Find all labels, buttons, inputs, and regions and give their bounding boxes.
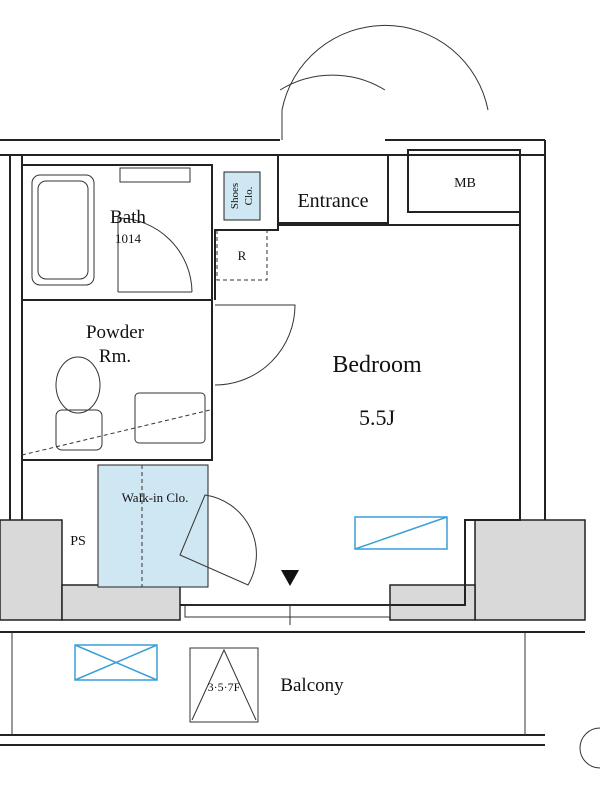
- bath-size-label: 1014: [115, 231, 142, 246]
- walk-in-closet-label: Walk-in Clo.: [122, 490, 189, 505]
- bath-door-swing: [117, 217, 193, 293]
- bath-label: Bath: [110, 207, 146, 228]
- exterior-walls: [0, 139, 546, 520]
- bedroom-label: Bedroom: [332, 352, 422, 378]
- balcony-label: Balcony: [280, 675, 344, 696]
- balcony: 3·5·7F Balcony: [0, 632, 545, 746]
- powder-room: Powder Rm.: [21, 299, 213, 461]
- powder-label-2: Rm.: [99, 346, 131, 367]
- ps-label: PS: [70, 534, 86, 549]
- walk-in-closet: Walk-in Clo.: [97, 464, 257, 588]
- shoes-closet-label-1: Shoes: [229, 183, 241, 209]
- toilet-icon: [55, 356, 101, 414]
- entrance-door-arc: [281, 24, 489, 140]
- evacuation-hatch: [189, 647, 259, 723]
- compass-icon: [579, 727, 600, 769]
- bath-room: Bath 1014: [21, 164, 213, 301]
- refrigerator-label: R: [238, 248, 247, 263]
- mb-label: MB: [454, 176, 476, 191]
- left-column: [0, 519, 63, 621]
- meter-box: MB: [407, 149, 521, 213]
- balcony-floor-note: 3·5·7F: [208, 680, 241, 694]
- shoes-closet: Shoes Clo.: [223, 171, 261, 221]
- bedroom-size-label: 5.5J: [359, 405, 396, 430]
- closet-door-swing: [179, 494, 257, 586]
- balcony-hatch-marker: [74, 644, 158, 681]
- down-triangle-icon: [281, 570, 299, 586]
- powder-label-1: Powder: [86, 322, 145, 343]
- bedroom-door-swing: [214, 304, 296, 386]
- sink-icon: [134, 392, 206, 444]
- entrance-area: Entrance: [277, 154, 389, 224]
- bedroom: Bedroom 5.5J: [180, 224, 521, 606]
- balcony-window: [0, 604, 585, 633]
- refrigerator-space: R: [216, 229, 268, 281]
- bedroom-window-marker: [354, 516, 448, 550]
- structural-columns: [0, 519, 586, 621]
- entrance-door-swing: [279, 74, 386, 91]
- entrance-label: Entrance: [297, 190, 368, 212]
- right-column: [474, 519, 586, 621]
- shoes-closet-label-2: Clo.: [243, 186, 255, 205]
